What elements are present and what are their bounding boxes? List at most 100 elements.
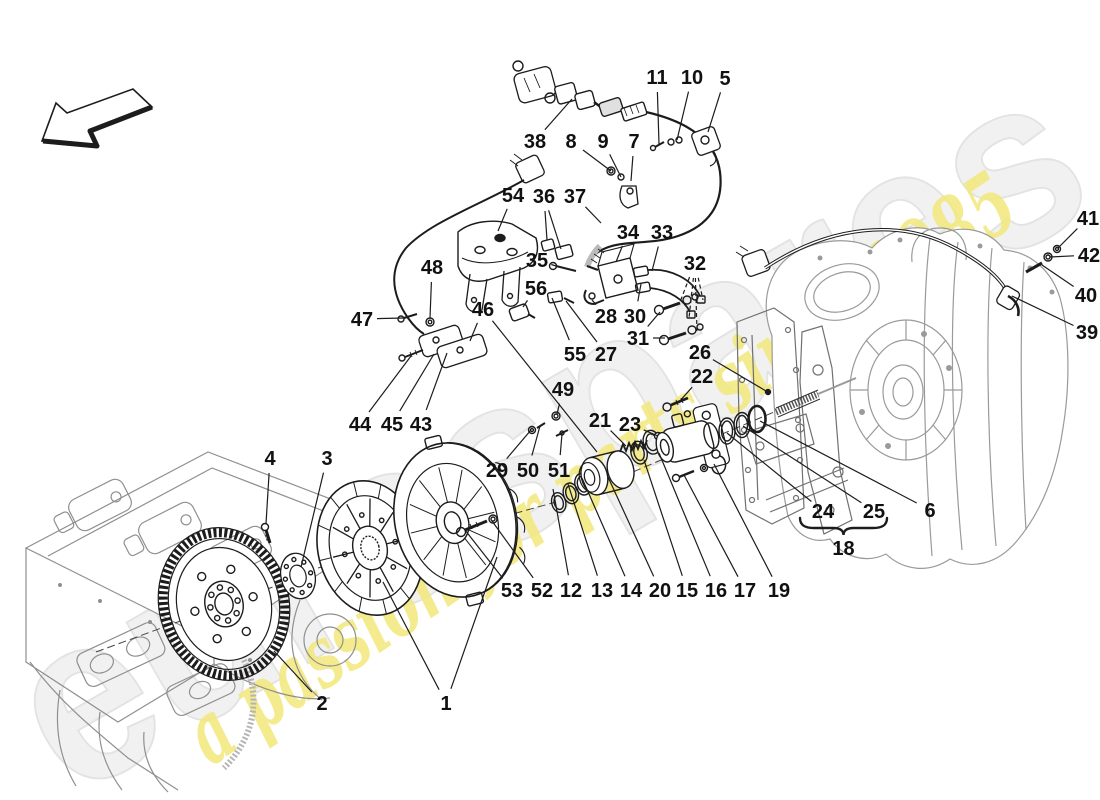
spacer-plate <box>279 552 317 600</box>
part-number-2[interactable]: 2 <box>316 693 327 715</box>
callout-leader <box>300 472 325 568</box>
part-number-17[interactable]: 17 <box>734 580 756 602</box>
callout-leader <box>607 476 655 577</box>
callout-leader <box>643 459 683 576</box>
callout-leader <box>712 359 767 392</box>
part-number-46[interactable]: 46 <box>472 299 494 321</box>
part-number-39[interactable]: 39 <box>1076 322 1098 344</box>
callout-leader <box>551 263 557 267</box>
callout-leader <box>759 420 917 504</box>
callout-leader <box>464 529 504 579</box>
callout-leader <box>273 650 313 693</box>
callout-leader <box>643 429 659 437</box>
part-number-1[interactable]: 1 <box>440 693 451 715</box>
part-number-33[interactable]: 33 <box>651 222 673 244</box>
part-number-20[interactable]: 20 <box>649 580 671 602</box>
callout-leader <box>1041 264 1074 287</box>
part-number-12[interactable]: 12 <box>560 580 582 602</box>
part-number-18[interactable]: 18 <box>832 538 854 560</box>
part-number-40[interactable]: 40 <box>1075 285 1097 307</box>
part-number-6[interactable]: 6 <box>924 500 935 522</box>
callout-leader <box>651 246 659 272</box>
part-number-28[interactable]: 28 <box>595 306 617 328</box>
callout-leader <box>551 297 570 341</box>
part-number-53[interactable]: 53 <box>501 580 523 602</box>
hose-hardware <box>606 126 721 209</box>
gearbox-mount-bracket <box>745 325 853 535</box>
part-number-13[interactable]: 13 <box>591 580 613 602</box>
part-number-8[interactable]: 8 <box>565 131 576 153</box>
fork-pivot-hardware <box>527 411 569 437</box>
detent-ball <box>764 388 772 396</box>
part-number-29[interactable]: 29 <box>486 460 508 482</box>
part-number-43[interactable]: 43 <box>410 414 432 436</box>
flywheel <box>157 527 291 681</box>
callout-leader <box>584 206 602 224</box>
part-number-23[interactable]: 23 <box>619 414 641 436</box>
pressure-plate-bolt <box>455 514 498 538</box>
callout-leader <box>497 208 508 232</box>
callout-leader <box>469 322 478 342</box>
part-number-10[interactable]: 10 <box>681 67 703 89</box>
part-number-14[interactable]: 14 <box>620 580 643 602</box>
part-number-7[interactable]: 7 <box>628 131 639 153</box>
pedal-cable <box>393 153 545 335</box>
part-number-25[interactable]: 25 <box>863 501 885 523</box>
part-number-9[interactable]: 9 <box>597 131 608 153</box>
part-number-44[interactable]: 44 <box>349 414 372 436</box>
o-rings <box>718 404 767 445</box>
part-number-36[interactable]: 36 <box>533 186 555 208</box>
part-number-42[interactable]: 42 <box>1078 245 1100 267</box>
callout-leader <box>683 474 739 577</box>
direction-arrow-icon <box>40 88 154 149</box>
part-number-55[interactable]: 55 <box>564 344 586 366</box>
callout-leader <box>676 91 690 141</box>
callout-leader <box>658 452 711 577</box>
callout-leader <box>591 299 597 306</box>
part-number-22[interactable]: 22 <box>691 366 713 388</box>
part-number-47[interactable]: 47 <box>351 309 373 331</box>
part-number-24[interactable]: 24 <box>812 501 835 523</box>
callout-leader <box>610 430 627 447</box>
part-number-27[interactable]: 27 <box>595 344 617 366</box>
part-number-16[interactable]: 16 <box>705 580 727 602</box>
part-number-5[interactable]: 5 <box>719 68 730 90</box>
input-shaft <box>774 377 857 418</box>
part-number-32[interactable]: 32 <box>684 253 706 275</box>
part-number-37[interactable]: 37 <box>564 186 586 208</box>
gear-cable <box>735 227 1062 317</box>
callout-leader <box>581 477 626 577</box>
part-number-30[interactable]: 30 <box>624 306 646 328</box>
callout-leader <box>491 320 598 453</box>
bracket-screw-47-48 <box>397 312 435 327</box>
part-number-54[interactable]: 54 <box>502 185 525 207</box>
callout-leader <box>678 386 693 403</box>
part-number-11[interactable]: 11 <box>646 67 667 89</box>
part-number-26[interactable]: 26 <box>689 342 711 364</box>
callout-leader <box>368 355 412 413</box>
part-number-50[interactable]: 50 <box>517 460 539 482</box>
part-number-4[interactable]: 4 <box>264 448 276 470</box>
part-number-52[interactable]: 52 <box>531 580 553 602</box>
clutch-slave-cylinder <box>655 403 731 469</box>
callout-leader <box>647 311 661 327</box>
part-number-31[interactable]: 31 <box>627 328 649 350</box>
part-number-21[interactable]: 21 <box>589 410 611 432</box>
flywheel-bolt <box>260 522 272 544</box>
part-number-34[interactable]: 34 <box>617 222 640 244</box>
callout-leader <box>531 425 541 456</box>
part-number-51[interactable]: 51 <box>548 460 570 482</box>
part-number-19[interactable]: 19 <box>768 580 790 602</box>
callout-leader <box>1011 295 1074 327</box>
part-number-48[interactable]: 48 <box>421 257 443 279</box>
callout-leader <box>548 210 562 250</box>
part-number-56[interactable]: 56 <box>525 278 547 300</box>
part-number-41[interactable]: 41 <box>1077 208 1099 230</box>
part-number-35[interactable]: 35 <box>526 250 548 272</box>
part-number-49[interactable]: 49 <box>552 379 574 401</box>
part-number-38[interactable]: 38 <box>524 131 546 153</box>
part-number-3[interactable]: 3 <box>321 448 332 470</box>
pressure-plate <box>393 434 526 607</box>
part-number-15[interactable]: 15 <box>676 580 698 602</box>
part-number-45[interactable]: 45 <box>381 414 403 436</box>
